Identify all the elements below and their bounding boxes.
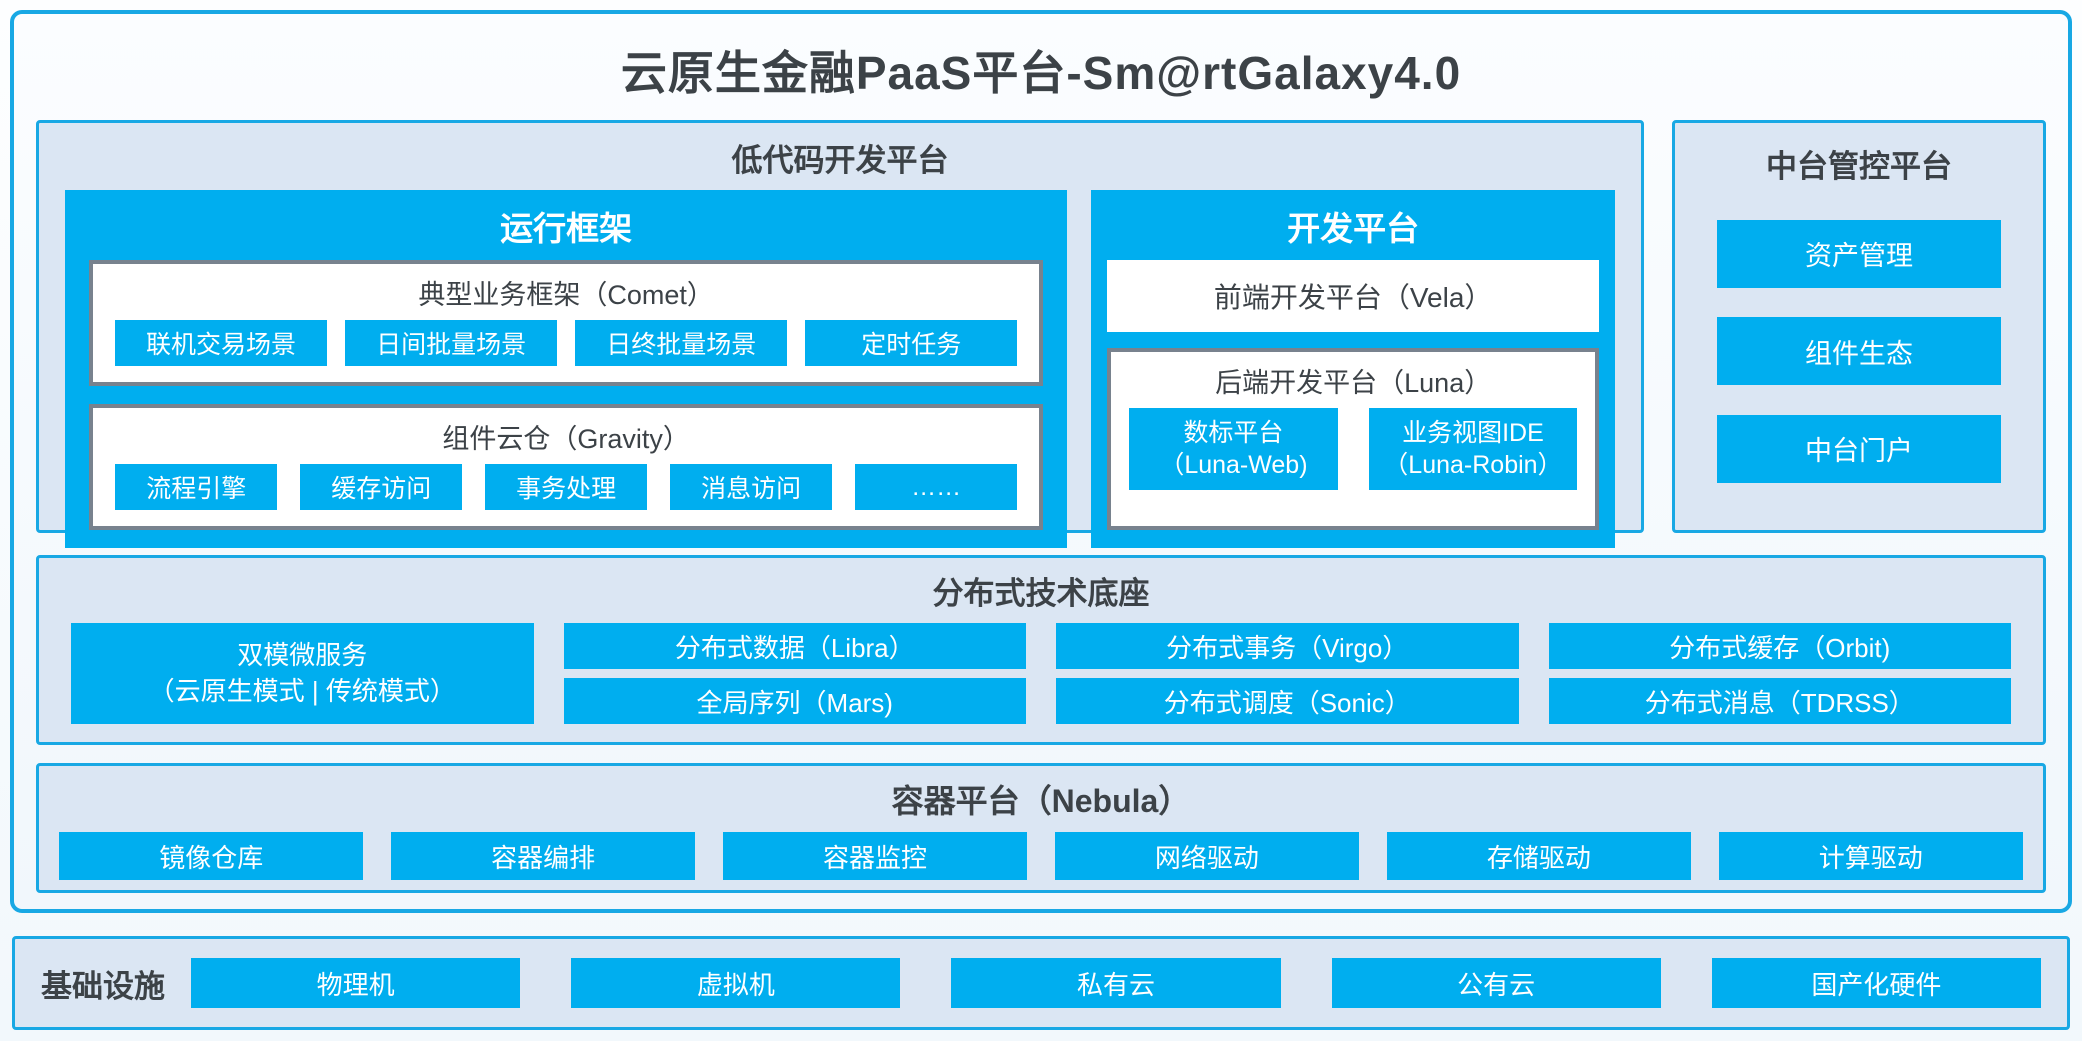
comet-frame: 典型业务框架（Comet） 联机交易场景 日间批量场景 日终批量场景 定时任务 [89, 260, 1044, 386]
luna-web-name: 数标平台 [1183, 418, 1284, 447]
container-item-monitoring: 容器监控 [722, 832, 1028, 880]
distributed-col-1: 分布式数据（Libra） 全局序列（Mars) [563, 623, 1026, 724]
luna-robin-code: （Luna-Robin） [1383, 451, 1563, 479]
middle-platform-title: 中台管控平台 [1766, 149, 1952, 184]
runtime-framework-title: 运行框架 [500, 210, 633, 247]
section-middle-platform: 中台管控平台 资产管理 组件生态 中台门户 [1672, 120, 2046, 533]
low-code-title: 低代码开发平台 [731, 143, 949, 178]
dual-mode-line2: （云原生模式 | 传统模式） [148, 675, 456, 706]
middle-item-asset-management: 资产管理 [1717, 219, 2001, 288]
panel-dev-platform: 开发平台 前端开发平台（Vela） 后端开发平台（Luna） 数标平台 （Lun… [1091, 190, 1615, 548]
gravity-item-ellipsis: …… [854, 464, 1018, 510]
vela-box: 前端开发平台（Vela） [1107, 260, 1599, 332]
dual-mode-line1: 双模微服务 [237, 640, 368, 671]
container-items: 镜像仓库 容器编排 容器监控 网络驱动 存储驱动 计算驱动 [39, 828, 2043, 894]
section-container-platform: 容器平台（Nebula） 镜像仓库 容器编排 容器监控 网络驱动 存储驱动 计算… [36, 763, 2046, 893]
infra-item-physical-machine: 物理机 [191, 958, 521, 1008]
comet-item-scheduled-task: 定时任务 [805, 320, 1018, 366]
gravity-frame: 组件云仓（Gravity） 流程引擎 缓存访问 事务处理 消息访问 …… [89, 404, 1044, 530]
comet-item-eod-batch: 日终批量场景 [575, 320, 788, 366]
luna-items: 数标平台 （Luna-Web) 业务视图IDE （Luna-Robin） [1111, 408, 1595, 526]
gravity-item-cache-access: 缓存访问 [299, 464, 463, 510]
container-item-compute-driver: 计算驱动 [1718, 832, 2023, 880]
luna-title: 后端开发平台（Luna） [1215, 368, 1492, 398]
section-infrastructure: 基础设施 物理机 虚拟机 私有云 公有云 国产化硬件 [12, 936, 2070, 1030]
distributed-col-3: 分布式缓存（Orbit) 分布式消息（TDRSS） [1548, 623, 2011, 724]
gravity-items: 流程引擎 缓存访问 事务处理 消息访问 …… [93, 464, 1039, 526]
gravity-item-process-engine: 流程引擎 [115, 464, 278, 510]
gravity-title: 组件云仓（Gravity） [442, 424, 690, 454]
low-code-body: 运行框架 典型业务框架（Comet） 联机交易场景 日间批量场景 日终批量场景 … [39, 190, 1641, 570]
middle-item-portal: 中台门户 [1717, 414, 2001, 483]
container-platform-title: 容器平台（Nebula） [891, 783, 1191, 819]
container-item-network-driver: 网络驱动 [1054, 832, 1360, 880]
luna-frame: 后端开发平台（Luna） 数标平台 （Luna-Web) 业务视图IDE （Lu… [1107, 348, 1599, 530]
dist-item-sequence-mars: 全局序列（Mars) [563, 678, 1026, 724]
gravity-item-message-access: 消息访问 [669, 464, 833, 510]
infra-item-public-cloud: 公有云 [1331, 958, 1661, 1008]
infrastructure-items: 物理机 虚拟机 私有云 公有云 国产化硬件 [191, 958, 2041, 1008]
panel-runtime-framework: 运行框架 典型业务框架（Comet） 联机交易场景 日间批量场景 日终批量场景 … [65, 190, 1068, 548]
distributed-title: 分布式技术底座 [932, 576, 1150, 611]
infra-item-virtual-machine: 虚拟机 [571, 958, 901, 1008]
comet-items: 联机交易场景 日间批量场景 日终批量场景 定时任务 [93, 320, 1039, 382]
gravity-item-transaction: 事务处理 [484, 464, 648, 510]
dist-item-cache-orbit: 分布式缓存（Orbit) [1548, 623, 2011, 669]
dist-item-scheduling-sonic: 分布式调度（Sonic） [1056, 678, 1519, 724]
middle-platform-items: 资产管理 组件生态 中台门户 [1675, 186, 2043, 530]
dual-mode-microservice-box: 双模微服务 （云原生模式 | 传统模式） [71, 623, 534, 724]
container-item-orchestration: 容器编排 [390, 832, 696, 880]
infra-item-private-cloud: 私有云 [951, 958, 1281, 1008]
middle-item-component-ecosystem: 组件生态 [1717, 317, 2001, 385]
comet-item-daytime-batch: 日间批量场景 [345, 320, 558, 366]
dist-item-message-tdrss: 分布式消息（TDRSS） [1548, 678, 2011, 724]
luna-web-box: 数标平台 （Luna-Web) [1129, 408, 1338, 490]
dev-platform-title: 开发平台 [1287, 210, 1420, 247]
luna-robin-name: 业务视图IDE [1402, 418, 1544, 447]
section-distributed-base: 分布式技术底座 双模微服务 （云原生模式 | 传统模式） 分布式数据（Libra… [36, 555, 2046, 745]
container-item-storage-driver: 存储驱动 [1386, 832, 1692, 880]
distributed-col-2: 分布式事务（Virgo） 分布式调度（Sonic） [1056, 623, 1519, 724]
page-title: 云原生金融PaaS平台-Sm@rtGalaxy4.0 [620, 47, 1462, 99]
comet-item-online-trading: 联机交易场景 [115, 320, 328, 366]
luna-web-code: （Luna-Web) [1159, 451, 1308, 479]
container-item-image-registry: 镜像仓库 [59, 832, 364, 880]
comet-title: 典型业务框架（Comet） [418, 280, 714, 310]
dist-item-transaction-virgo: 分布式事务（Virgo） [1056, 623, 1519, 669]
infra-item-domestic-hardware: 国产化硬件 [1711, 958, 2041, 1008]
top-row: 低代码开发平台 运行框架 典型业务框架（Comet） 联机交易场景 日间批量场景… [36, 120, 2046, 548]
section-low-code-platform: 低代码开发平台 运行框架 典型业务框架（Comet） 联机交易场景 日间批量场景… [36, 120, 1644, 548]
distributed-body: 双模微服务 （云原生模式 | 传统模式） 分布式数据（Libra） 全局序列（M… [39, 621, 2043, 742]
dist-item-data-libra: 分布式数据（Libra） [563, 623, 1026, 669]
outer-frame: 云原生金融PaaS平台-Sm@rtGalaxy4.0 低代码开发平台 运行框架 … [10, 10, 2072, 913]
luna-robin-box: 业务视图IDE （Luna-Robin） [1368, 408, 1577, 490]
infrastructure-label: 基础设施 [41, 968, 165, 1004]
